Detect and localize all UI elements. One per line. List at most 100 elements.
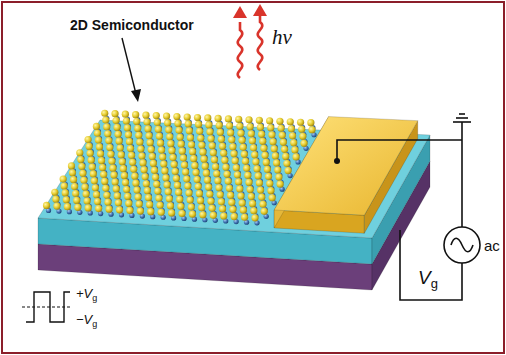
chalcogen-atom	[153, 112, 160, 119]
chalcogen-atom	[185, 189, 192, 196]
label-group: 2D Semiconductor	[70, 16, 194, 34]
chalcogen-atom	[219, 205, 226, 212]
chalcogen-atom	[182, 168, 189, 175]
chalcogen-atom	[231, 213, 238, 220]
chalcogen-atom	[104, 130, 111, 137]
chalcogen-atom	[241, 214, 248, 221]
chalcogen-atom	[52, 196, 59, 203]
chalcogen-atom	[102, 116, 109, 123]
chalcogen-atom	[198, 142, 205, 149]
chalcogen-atom	[99, 164, 106, 171]
chalcogen-atom	[93, 191, 100, 198]
chalcogen-atom	[249, 137, 256, 144]
chalcogen-atom	[84, 197, 91, 204]
chalcogen-atom	[102, 185, 109, 192]
chalcogen-atom	[205, 121, 212, 128]
chalcogen-atom	[215, 115, 222, 122]
chalcogen-atom	[157, 140, 164, 147]
signal-subscript: g	[92, 293, 97, 303]
chalcogen-atom	[91, 177, 98, 184]
chalcogen-atom	[86, 143, 93, 150]
chalcogen-atom	[100, 171, 107, 178]
chalcogen-atom	[119, 158, 126, 165]
chalcogen-atom	[250, 144, 257, 151]
chalcogen-atom	[217, 191, 224, 198]
level-label: −V	[76, 312, 92, 327]
contact-dot	[334, 158, 340, 164]
chalcogen-atom	[176, 134, 183, 141]
chalcogen-atom	[263, 159, 270, 166]
chalcogen-atom	[112, 178, 119, 185]
chalcogen-atom	[154, 119, 161, 126]
chalcogen-atom	[187, 134, 194, 141]
label-group: Vg	[418, 268, 438, 291]
chalcogen-atom	[163, 112, 170, 119]
chalcogen-atom	[122, 111, 129, 118]
chalcogen-atom	[266, 117, 273, 124]
chalcogen-atom	[265, 173, 272, 180]
signal-subscript: g	[431, 276, 438, 291]
chalcogen-atom	[272, 152, 279, 159]
chalcogen-atom	[215, 184, 222, 191]
chalcogen-atom	[110, 171, 117, 178]
chalcogen-atom	[63, 196, 70, 203]
chalcogen-atom	[218, 136, 225, 143]
chalcogen-atom	[145, 194, 152, 201]
chalcogen-atom	[248, 193, 255, 200]
label-group: +Vg	[76, 284, 97, 304]
chalcogen-atom	[53, 202, 60, 209]
chalcogen-atom	[135, 132, 142, 139]
chalcogen-atom	[165, 188, 172, 195]
chalcogen-atom	[217, 129, 224, 136]
chalcogen-atom	[178, 141, 185, 148]
chalcogen-atom	[280, 139, 287, 146]
chalcogen-atom	[161, 167, 168, 174]
chalcogen-atom	[94, 130, 101, 137]
chalcogen-atom	[128, 152, 135, 159]
chalcogen-atom	[189, 211, 196, 218]
chalcogen-atom	[112, 117, 119, 124]
chalcogen-atom	[79, 170, 86, 177]
chalcogen-atom	[232, 157, 239, 164]
chalcogen-atom	[288, 125, 295, 132]
chalcogen-atom	[247, 186, 254, 193]
chalcogen-atom	[266, 180, 273, 187]
chalcogen-atom	[142, 112, 149, 119]
chalcogen-atom	[80, 177, 87, 184]
chalcogen-atom	[213, 170, 220, 177]
chalcogen-atom	[198, 204, 205, 211]
chalcogen-atom	[190, 155, 197, 162]
chalcogen-atom	[64, 203, 71, 210]
chalcogen-atom	[188, 203, 195, 210]
chalcogen-atom	[202, 163, 209, 170]
chalcogen-atom	[197, 135, 204, 142]
chalcogen-atom	[289, 132, 296, 139]
chalcogen-atom	[277, 181, 284, 188]
chalcogen-atom	[230, 150, 237, 157]
chalcogen-atom	[267, 124, 274, 131]
chalcogen-atom	[207, 198, 214, 205]
chalcogen-atom	[189, 148, 196, 155]
chalcogen-atom	[147, 139, 154, 146]
chalcogen-atom	[236, 123, 243, 130]
chalcogen-atom	[163, 181, 170, 188]
chalcogen-atom	[154, 188, 161, 195]
chalcogen-atom	[60, 176, 67, 183]
chalcogen-atom	[269, 138, 276, 145]
chalcogen-atom	[89, 163, 96, 170]
chalcogen-atom	[120, 165, 127, 172]
chalcogen-atom	[123, 186, 130, 193]
chalcogen-atom	[300, 140, 307, 147]
chalcogen-atom	[173, 113, 180, 120]
chalcogen-atom	[247, 123, 254, 130]
chalcogen-atom	[76, 149, 83, 156]
chalcogen-atom	[146, 201, 153, 208]
chalcogen-atom	[269, 194, 276, 201]
chalcogen-atom	[235, 178, 242, 185]
chalcogen-atom	[197, 197, 204, 204]
ac-source	[444, 227, 480, 263]
chalcogen-atom	[117, 144, 124, 151]
chalcogen-atom	[155, 126, 162, 133]
chalcogen-atom	[108, 158, 115, 165]
